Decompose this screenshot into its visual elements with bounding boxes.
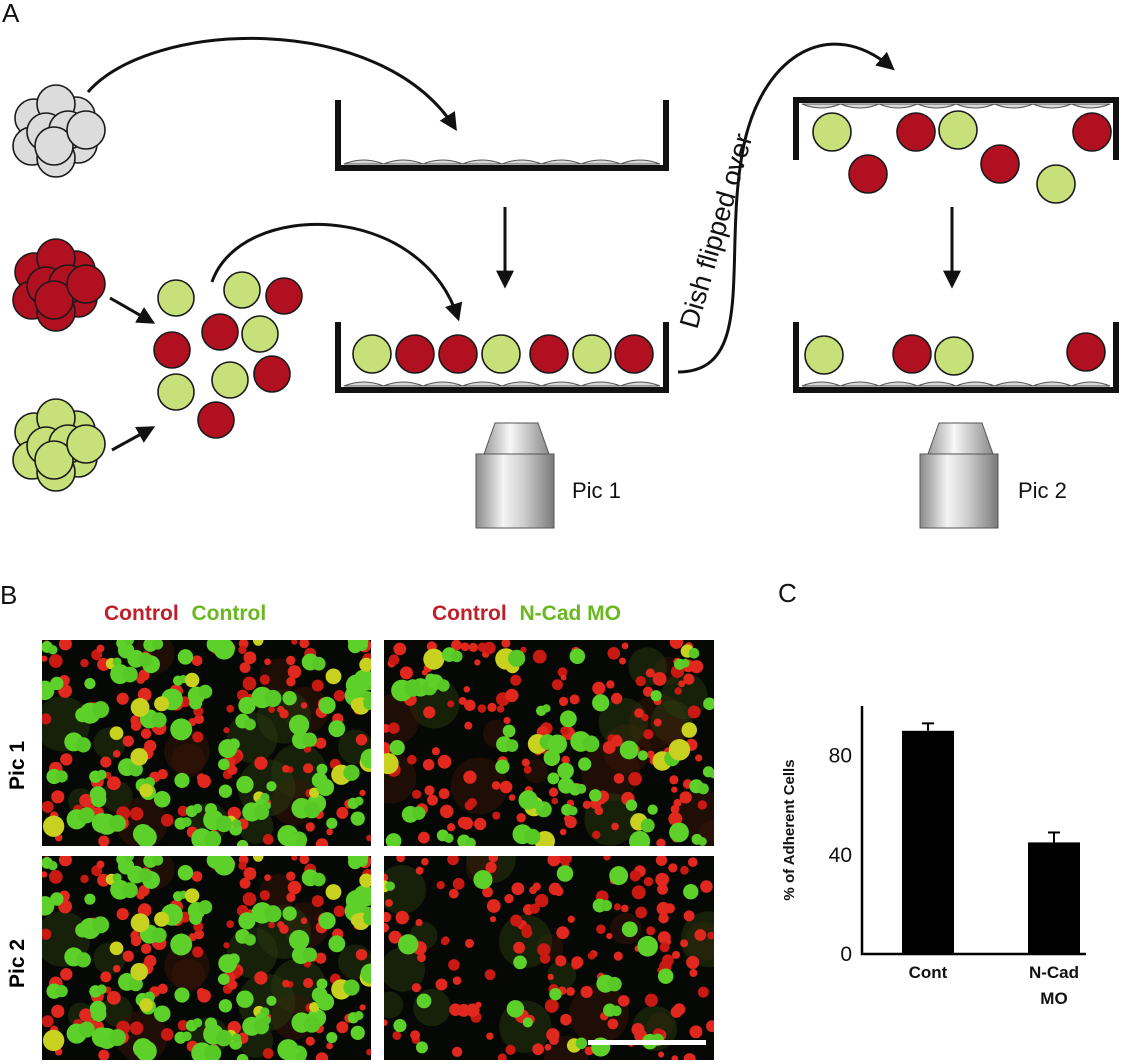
cell: [34, 280, 74, 320]
cell: [265, 277, 303, 315]
cell: [1072, 112, 1112, 152]
row-label-pic2: Pic 2: [6, 939, 29, 988]
cell: [980, 144, 1020, 184]
micrograph-control-pic2: [42, 856, 371, 1060]
cell: [352, 334, 392, 374]
cell-clusters: [12, 84, 106, 492]
cell: [201, 313, 239, 351]
row-label-pic1: Pic 1: [6, 741, 29, 790]
cell: [241, 315, 279, 353]
mixed-cells: [153, 271, 303, 439]
cell: [892, 334, 932, 374]
cell: [1066, 332, 1106, 372]
cell: [66, 264, 106, 304]
dish-seeded: [335, 322, 669, 393]
cell: [572, 334, 612, 374]
micrograph-ncad-pic2: [384, 856, 714, 1060]
cell: [66, 110, 106, 150]
y-tick-label: 0: [840, 943, 852, 966]
cell: [395, 334, 435, 374]
cell: [223, 271, 261, 309]
panel-c-label: C: [778, 578, 797, 608]
y-tick-label: 40: [829, 844, 852, 867]
left-header-red: Control: [104, 602, 179, 625]
scale-bar: [588, 1040, 706, 1045]
pic2-label: Pic 2: [1018, 478, 1067, 503]
cell: [153, 331, 191, 369]
cell: [34, 126, 74, 166]
arrow-to-dish: [86, 36, 457, 132]
bar: [902, 730, 954, 954]
right-header-red: Control: [432, 602, 507, 625]
cell: [157, 279, 195, 317]
left-header-green: Control: [192, 602, 267, 625]
cell: [157, 373, 195, 411]
cell: [614, 334, 654, 374]
cell: [896, 112, 936, 152]
cell: [804, 335, 844, 375]
objective-lens-2: [919, 422, 999, 529]
cell: [934, 336, 974, 376]
dish-after-flip: [793, 322, 1119, 393]
dish-flipped: [793, 97, 1119, 204]
cell: [34, 440, 74, 480]
cell: [211, 361, 249, 399]
panel-a-label: A: [2, 0, 20, 28]
red-cell-cluster: [12, 238, 106, 332]
cell: [812, 112, 852, 152]
y-tick-label: 80: [829, 745, 852, 768]
cell: [1036, 164, 1076, 204]
panel-b: B Control Control Control N-Cad MO Pic 1…: [0, 580, 714, 1060]
cell: [197, 401, 235, 439]
flip-caption: Dish flipped over: [674, 130, 758, 332]
cell: [529, 334, 569, 374]
micrograph-ncad-pic1: [384, 640, 714, 846]
micrograph-control-pic1: [42, 640, 371, 846]
left-header: Control Control: [104, 602, 266, 625]
chart-axes: [860, 706, 1086, 956]
dishes: [335, 97, 1119, 393]
panel-b-label: B: [0, 580, 17, 610]
cell: [938, 110, 978, 150]
arrow-red-to-mix: [109, 296, 156, 324]
pic1-label: Pic 1: [572, 478, 621, 503]
x-tick-label: Cont: [909, 963, 948, 982]
grey-cell-cluster: [12, 84, 106, 178]
cell: [253, 355, 291, 393]
cell: [438, 334, 478, 374]
panel-a: A Dish flipped over Pic 1 Pic 2: [2, 0, 1119, 529]
right-header-green: N-Cad MO: [520, 602, 622, 625]
y-axis-label: % of Adherent Cells: [781, 759, 798, 900]
right-header: Control N-Cad MO: [432, 602, 621, 625]
cell: [481, 334, 521, 374]
bar: [1028, 842, 1080, 954]
green-cell-cluster: [12, 398, 106, 492]
cell: [848, 154, 888, 194]
dish-empty: [335, 100, 669, 171]
arrow-mix-to-dish: [210, 222, 463, 322]
cell: [66, 424, 106, 464]
objective-lens-1: [475, 422, 555, 529]
arrow-green-to-mix: [111, 426, 156, 452]
arrow-flip: [677, 42, 895, 374]
